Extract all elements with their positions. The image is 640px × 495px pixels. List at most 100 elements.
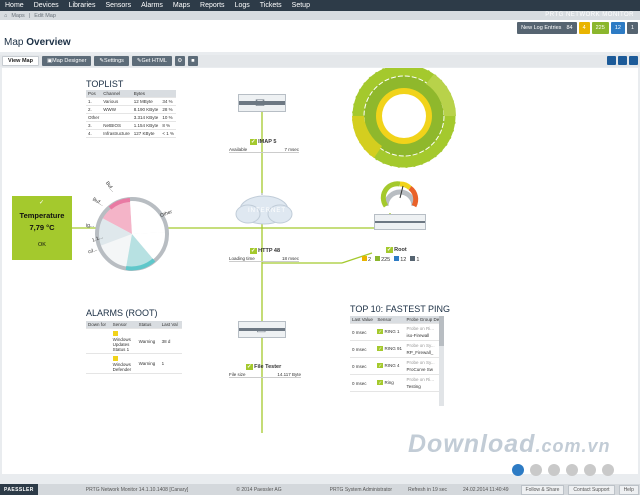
table-cell: < 1 % [160, 129, 176, 138]
root-count[interactable]: 12 [394, 256, 406, 263]
table-scrollbar[interactable] [439, 316, 444, 406]
table-cell: Other [86, 113, 102, 122]
root-count[interactable]: 1 [410, 256, 419, 263]
email-icon[interactable] [618, 56, 627, 65]
imap-sensor[interactable]: ✓ IMAP 5 [250, 139, 277, 145]
tab-settings[interactable]: ✎ Settings [94, 56, 129, 66]
nav-item-alarms[interactable]: Alarms [141, 2, 163, 9]
ping-sensor[interactable]: RING 1 [384, 329, 400, 334]
tab-bar: View Map ▣ Map Designer ✎ Settings ✎ Get… [0, 55, 640, 67]
ping-device[interactable]: iso-Firewall [406, 333, 430, 338]
file-server-icon[interactable]: ▭ [238, 321, 286, 338]
root-device[interactable]: ✓ Root [386, 247, 407, 253]
watermark-dots [512, 464, 614, 476]
warning-icon [112, 356, 118, 361]
print-icon[interactable] [607, 56, 616, 65]
envelope-icon: ✉ [255, 96, 266, 110]
status-counter[interactable]: 225 [591, 22, 609, 34]
follow-share-button[interactable]: Follow & Share [520, 484, 565, 495]
root-count[interactable]: 2 [362, 256, 371, 263]
nav-item-devices[interactable]: Devices [33, 2, 59, 9]
breadcrumb-maps[interactable]: Maps [11, 12, 25, 19]
fullscreen-icon[interactable] [629, 56, 638, 65]
delete-icon[interactable]: ■ [187, 56, 198, 66]
table-cell: Various [101, 97, 132, 106]
probe-group: Probe on Ri... [406, 377, 435, 382]
help-button[interactable]: Help [618, 484, 639, 495]
probe-group: Probe on Sy... [406, 360, 435, 365]
alarm-sensor[interactable]: Windows Defender [112, 362, 132, 372]
status-ok-icon: ✓ [250, 139, 257, 145]
tab-get-html[interactable]: ✎ Get HTML [131, 56, 172, 66]
tab-view-map[interactable]: View Map [2, 56, 39, 66]
status-ok-icon: ✓ [377, 329, 384, 334]
ping-device[interactable]: Testing [406, 384, 421, 389]
warning-icon [112, 331, 118, 336]
table-cell: 3. [86, 121, 102, 130]
toplist-header [160, 90, 176, 98]
http-sensor[interactable]: ✓ HTTP 48 [250, 248, 281, 254]
ping-sensor[interactable]: RING 4 [384, 363, 400, 368]
alarms-header: Sensor [110, 321, 137, 329]
copyright: © 2014 Paessler AG [236, 486, 282, 493]
version-info: PRTG Network Monitor 14.1.10.1408 [Canar… [85, 486, 189, 493]
table-row[interactable]: 0 msec✓ Ring Probe on Ri... Testing [350, 374, 442, 392]
refresh-timer[interactable]: Refresh in 19 sec [408, 486, 447, 493]
gear-icon[interactable]: ⚙ [174, 56, 185, 66]
breadcrumb-edit-map[interactable]: Edit Map [34, 12, 56, 19]
footer: PAESSLER PRTG Network Monitor 14.1.10.14… [0, 484, 640, 495]
status-counter[interactable]: 4 [578, 22, 590, 34]
nav-item-tickets[interactable]: Tickets [259, 2, 282, 9]
home-icon[interactable]: ⌂ [4, 12, 8, 19]
root-count[interactable]: 225 [375, 256, 390, 263]
ping-device[interactable]: ProCurve Sw [406, 367, 434, 372]
temperature-gauge[interactable]: ✓ Temperature 7,79 °C OK [12, 196, 72, 260]
alarm-sensor[interactable]: Windows Updates Status 1 [112, 337, 131, 352]
watermark-dot [584, 464, 596, 476]
nav-item-libraries[interactable]: Libraries [68, 2, 96, 9]
status-square-icon [394, 256, 400, 261]
html-icon: ✎ [136, 58, 142, 64]
folder-icon: ▭ [256, 324, 267, 336]
nav-item-setup[interactable]: Setup [291, 2, 310, 9]
top-navigation: Home Devices Libraries Sensors Alarms Maps Rep… [0, 0, 640, 11]
contact-support-button[interactable]: Contact Support [568, 484, 615, 495]
alarm-last-value: 1 [159, 353, 182, 374]
file-tester-sensor[interactable]: ✓ File Tester [246, 364, 282, 370]
ping-sensor[interactable]: Ring [384, 380, 394, 385]
table-cell: 8 % [160, 121, 176, 130]
timestamp: 24.02.2014 11:40:49 [463, 486, 509, 493]
alarms-title: ALARMS (ROOT) [86, 308, 158, 318]
probe-group: Probe on Ri... [406, 326, 435, 331]
nav-item-home[interactable]: Home [5, 2, 24, 9]
nav-item-sensors[interactable]: Sensors [105, 2, 132, 9]
tab-map-designer[interactable]: ▣ Map Designer [41, 56, 92, 66]
root-device-icon[interactable] [374, 214, 426, 230]
nav-item-logs[interactable]: Logs [234, 2, 250, 9]
current-user[interactable]: PRTG System Administrator [329, 486, 393, 493]
alarm-status: Warning [136, 353, 160, 374]
nav-item-maps[interactable]: Maps [172, 2, 191, 9]
nav-item-reports[interactable]: Reports [200, 2, 225, 9]
imap-device-icon[interactable]: ✉ [238, 94, 286, 112]
ping-device[interactable]: RP_Firewall_ [406, 350, 434, 355]
ping-sensor[interactable]: RING 91 [384, 346, 402, 351]
fastest-header: Last Value [350, 316, 376, 324]
status-ok-icon: ✓ [377, 380, 384, 385]
status-counter[interactable]: 1 [626, 22, 638, 34]
ping-value: 0 msec [350, 374, 376, 392]
watermark-dot [530, 464, 542, 476]
status-counter[interactable]: 12 [610, 22, 625, 34]
status-ok-icon: ✓ [386, 247, 393, 253]
